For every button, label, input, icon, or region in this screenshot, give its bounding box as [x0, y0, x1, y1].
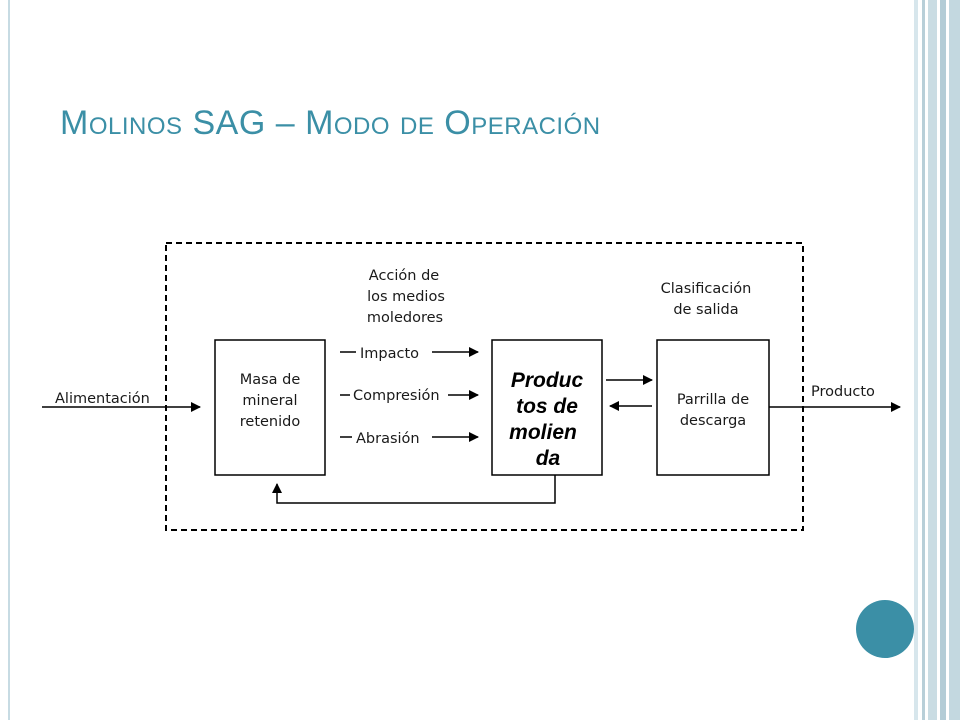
products-box [491, 339, 603, 476]
classification-label-1: Clasificación [661, 281, 752, 297]
mass-box-line-3: retenido [240, 414, 301, 430]
grate-box-line-1: Parrilla de [677, 392, 749, 408]
media-action-label-3: moledores [367, 310, 443, 326]
accent-circle [856, 600, 914, 658]
recirculation-loop [272, 475, 556, 504]
product-label: Producto [811, 384, 875, 400]
slide-title: Molinos SAG – Modo de Operación [60, 104, 601, 142]
products-box-line-2: tos de [516, 395, 578, 418]
mechanism-compression: Compresión [353, 388, 440, 404]
mechanism-abrasion: Abrasión [356, 431, 420, 447]
feed-label: Alimentación [55, 391, 150, 407]
mill-boundary [165, 242, 804, 531]
left-border-line [8, 0, 10, 720]
products-box-line-1: Produc [511, 369, 584, 392]
media-action-label-1: Acción de [369, 268, 440, 284]
grate-box-line-2: descarga [680, 413, 746, 429]
mass-box-line-1: Masa de [240, 372, 301, 388]
products-box-line-4: da [536, 447, 561, 470]
mechanism-impact: Impacto [360, 346, 419, 362]
right-decorative-stripes [914, 0, 960, 720]
mass-box [214, 339, 326, 476]
mass-box-line-2: mineral [242, 393, 297, 409]
products-box-line-3: molien [509, 421, 577, 444]
classification-label-2: de salida [673, 302, 738, 318]
media-action-label-2: los medios [367, 289, 445, 305]
